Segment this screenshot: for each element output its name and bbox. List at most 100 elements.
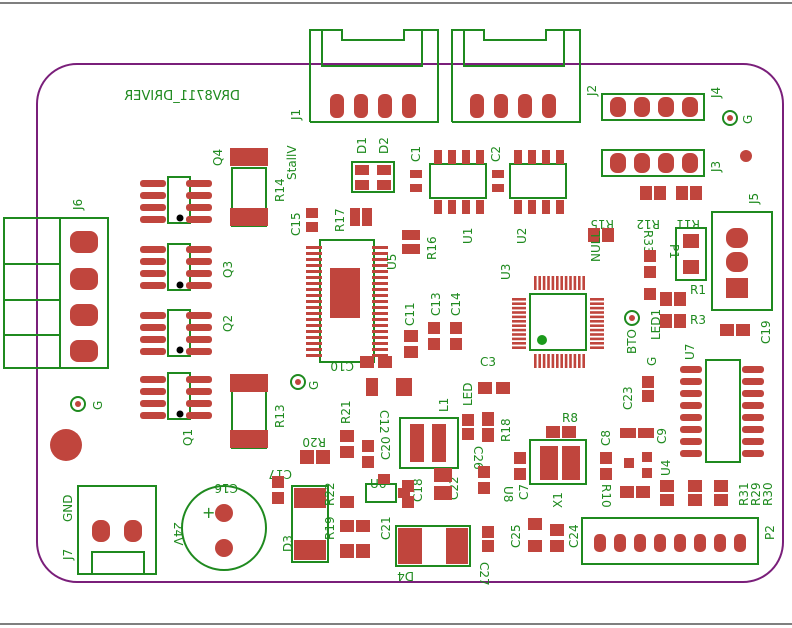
q2: Q2 [140,309,235,357]
pin-pad [680,402,702,409]
pin-pad [674,534,686,552]
pin-pad [542,354,546,368]
svg-text:C21: C21 [379,516,393,540]
svg-text:StallV: StallV [285,145,299,180]
svg-text:C13: C13 [429,292,443,316]
pin-pad [372,324,388,327]
q4: Q4 [140,149,225,224]
pin-pad [590,342,604,345]
q3-label: Q3 [221,261,235,278]
svg-text:BTO: BTO [625,329,639,354]
j6-label: J6 [71,199,85,211]
pin-pad [512,333,526,336]
svg-text:J1: J1 [289,109,303,121]
board-title: DRV8711_DRIVER [124,89,240,104]
pin-pad [512,311,526,314]
pin-pad [564,354,568,368]
pin-pad [578,354,581,368]
pin-pad [512,306,526,310]
pin-pad [564,276,568,290]
pin-pad [590,306,604,310]
svg-text:NULL: NULL [589,231,603,262]
svg-text:P2: P2 [763,525,777,540]
svg-text:U8: U8 [501,486,515,502]
pin-pad [372,306,388,309]
svg-text:R31: R31 [737,482,751,506]
svg-text:C7: C7 [517,484,531,500]
p2: P2 [581,517,777,565]
svg-text:U1: U1 [461,228,475,244]
pin-pad [742,366,764,373]
svg-text:R1: R1 [690,283,706,297]
pin-pad [306,294,322,297]
pin-pad [512,315,526,319]
svg-text:C3: C3 [480,355,496,369]
pin-pad [590,315,604,319]
pin-pad [742,414,764,421]
pin-pad [512,302,526,305]
svg-text:R19: R19 [323,516,337,540]
svg-text:J7: J7 [61,549,75,561]
pin-pad [556,354,559,368]
pin-pad [306,246,322,249]
pin-pad [372,342,388,345]
pin-pad [306,348,322,351]
pin-pad [534,276,537,290]
svg-text:G: G [645,357,659,366]
svg-text:U3: U3 [499,264,513,280]
pin-pad [590,337,604,341]
svg-text:R17: R17 [333,208,347,232]
pin-pad [551,354,555,368]
pin-pad [590,324,604,327]
svg-text:U7: U7 [683,344,697,360]
pin-pad [372,354,388,357]
pin-pad [614,534,626,552]
svg-text:R20: R20 [302,435,326,449]
pin-pad [560,354,563,368]
svg-text:G: G [741,115,755,124]
pin-pad [582,276,585,290]
j6-pin3 [70,304,98,326]
r14: R14 [230,148,287,227]
svg-text:R22: R22 [323,482,337,506]
q2-label: Q2 [221,315,235,332]
pin-pad [742,426,764,433]
pin-pad [680,366,702,373]
j6-outline [3,217,109,369]
pin-pad [306,312,322,315]
pin-pad [512,320,526,323]
pin-pad [306,336,322,339]
pin-pad [372,258,388,261]
svg-text:D3: D3 [281,535,295,552]
svg-text:D4: D4 [397,569,414,583]
j2: J2 [451,29,599,123]
pin-pad [306,282,322,285]
pin-pad [512,337,526,341]
pin-pad [590,328,604,332]
pin-pad [306,264,322,267]
pin-pad [306,258,322,261]
pin-pad [372,276,388,279]
svg-text:R14: R14 [273,178,287,202]
pin-pad [306,270,322,273]
pin-pad [512,346,526,349]
pin-pad [306,300,322,303]
svg-text:J5: J5 [747,193,761,205]
j6-pin2 [70,268,98,290]
svg-text:C18: C18 [411,478,425,502]
pin-pad [590,302,604,305]
svg-text:C10: C10 [330,359,354,373]
svg-text:R29: R29 [749,482,763,506]
svg-text:C26: C26 [471,446,485,470]
svg-text:24V: 24V [171,522,185,546]
j6-pin4 [70,340,98,362]
svg-text:J4: J4 [709,87,723,99]
svg-text:L1: L1 [437,398,451,412]
pin-pad [372,252,388,255]
svg-text:C14: C14 [449,292,463,316]
j1: J1 [289,29,439,123]
pin-pad [547,276,550,290]
r13: R13 [230,374,287,449]
svg-text:C9: C9 [655,428,669,444]
j6-pin1 [70,231,98,253]
